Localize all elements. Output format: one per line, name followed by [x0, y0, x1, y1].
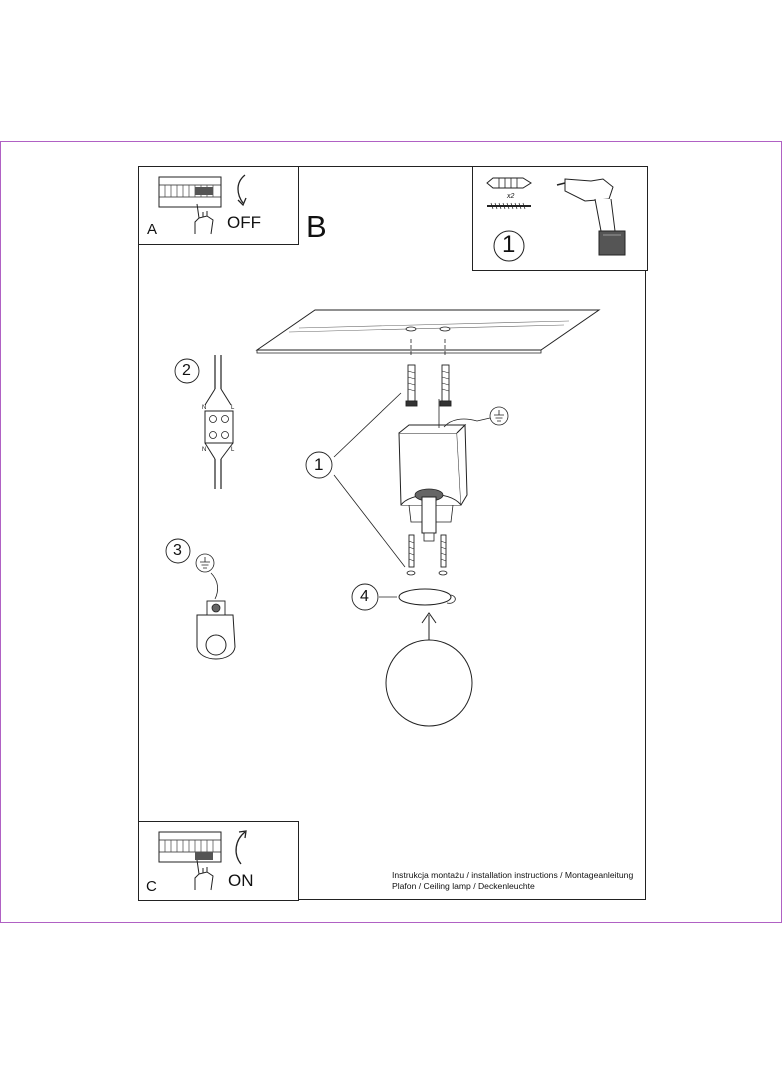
callout-3-number: 3 — [173, 542, 182, 559]
panel-a-letter: A — [147, 221, 158, 238]
wire-l-top-label: L — [231, 405, 235, 411]
panel-b-letter: B — [306, 209, 327, 244]
panel-a-power-off: OFF A — [138, 166, 299, 245]
fuse-box-icon — [158, 176, 222, 208]
callout-2-number: 2 — [182, 362, 191, 379]
callout-1-number: 1 — [314, 455, 324, 474]
curved-arrow-icon — [237, 174, 247, 207]
hand-icon — [194, 203, 214, 235]
off-label: OFF — [227, 213, 261, 232]
page-trim-frame — [0, 141, 782, 923]
assembly-drawing — [165, 309, 601, 727]
panel-c-power-on: ON C — [138, 821, 299, 901]
screw-icon — [487, 202, 531, 210]
on-label: ON — [228, 871, 254, 890]
drill-icon — [556, 178, 626, 256]
footer-line-1: Instrukcja montażu / installation instru… — [392, 870, 634, 880]
callout-4-number: 4 — [360, 588, 369, 605]
tools-panel: x2 1 — [472, 166, 648, 271]
fuse-box-icon — [158, 831, 222, 863]
curved-arrow-icon — [235, 830, 247, 865]
wire-n-top-label: N — [202, 405, 207, 411]
footer-line-2: Plafon / Ceiling lamp / Deckenleuchte — [392, 881, 535, 891]
step-1-badge — [493, 230, 525, 262]
tools-step-number: 1 — [502, 231, 516, 258]
panel-c-letter: C — [146, 878, 157, 895]
wire-l-bottom-label: L — [231, 447, 235, 453]
wall-plug-icon — [486, 177, 532, 189]
wire-n-bottom-label: N — [202, 447, 207, 453]
instruction-sheet: OFF A B x2 1 — [138, 166, 648, 901]
quantity-label: x2 — [507, 193, 515, 200]
hand-icon — [194, 859, 214, 891]
